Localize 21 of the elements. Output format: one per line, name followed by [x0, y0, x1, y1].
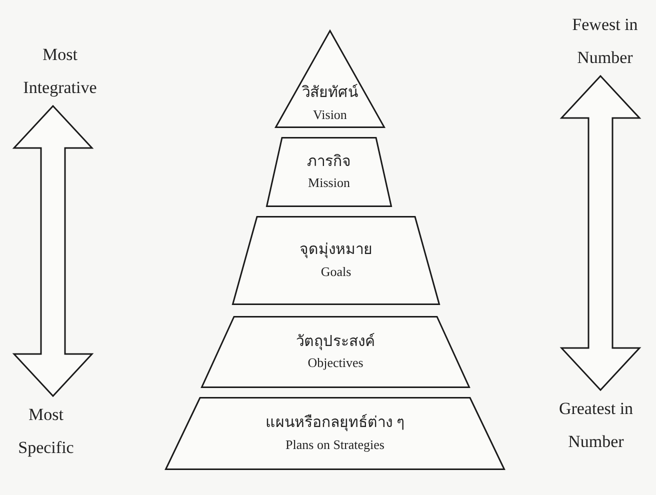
pyramid-apex [275, 30, 385, 128]
scale-label: Fewest in Number [550, 8, 656, 74]
level-title: ภารกิจ [307, 154, 351, 170]
double-arrow [560, 74, 642, 392]
level-title: แผนหรือกลยุทธ์ต่าง ๆ [266, 415, 404, 432]
level-subtitle: Objectives [308, 356, 364, 370]
pyramid-level [232, 216, 440, 305]
level-title: จุดมุ่งหมาย [300, 242, 372, 259]
pyramid-level [266, 137, 392, 207]
level-subtitle: Goals [320, 264, 352, 279]
pyramid-level [201, 316, 470, 388]
level-subtitle: Vision [313, 108, 347, 122]
scale-label: Most Integrative [5, 38, 115, 104]
level-title: วิสัยทัศน์ [302, 85, 358, 102]
scale-label: Greatest in Number [540, 392, 652, 458]
level-subtitle: Mission [308, 176, 350, 190]
pyramid-level [165, 397, 505, 470]
double-arrow [12, 104, 94, 398]
level-title: วัตถุประสงค์ [296, 334, 375, 350]
scale-label: Most Specific [0, 398, 92, 464]
level-subtitle: Plans on Strategies [286, 438, 384, 452]
